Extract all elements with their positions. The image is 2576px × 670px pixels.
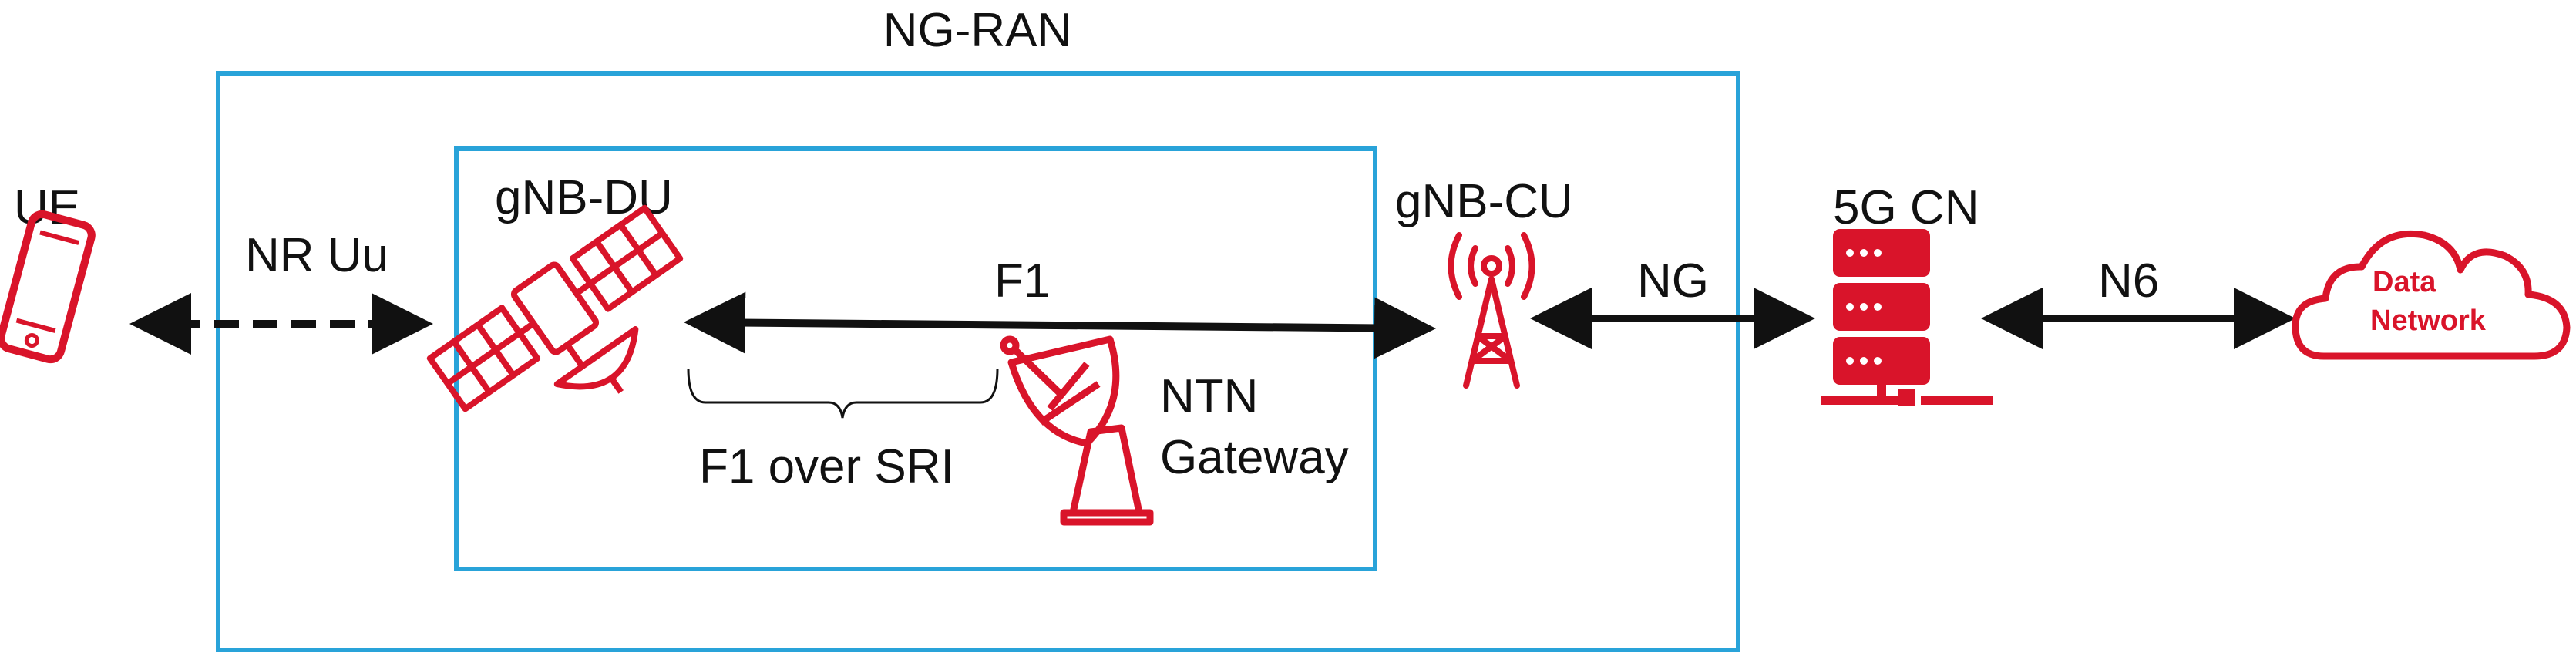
radio-tower-icon [1448,232,1535,389]
data-network-label-line1: Data [2373,266,2436,298]
ng-ran-label: NG-RAN [883,4,1072,57]
cloud-icon [2292,230,2571,360]
ntn-gateway-label-line2: Gateway [1160,431,1349,484]
gnb-du-label: gNB-DU [495,171,673,224]
f1-over-sri-brace [687,368,999,419]
gnb-du-box [454,146,1377,571]
server-icon [1821,229,1993,406]
f1-link [684,291,1436,359]
nr-uu-label: NR Uu [245,229,388,282]
satellite-dish-icon [1000,335,1154,526]
core-label: 5G CN [1833,181,1979,234]
smartphone-icon [0,210,96,364]
ng-label: NG [1637,254,1709,308]
ng-ran-box [216,71,1740,652]
satellite-icon [426,204,684,412]
n6-label: N6 [2098,254,2159,308]
ntn-gateway-label-line1: NTN [1160,370,1258,423]
gnb-cu-label: gNB-CU [1395,175,1573,228]
data-network-label-line2: Network [2370,305,2487,337]
f1-over-sri-label: F1 over SRI [699,440,954,493]
f1-label: F1 [994,254,1050,308]
ue-label: UE [14,181,80,234]
